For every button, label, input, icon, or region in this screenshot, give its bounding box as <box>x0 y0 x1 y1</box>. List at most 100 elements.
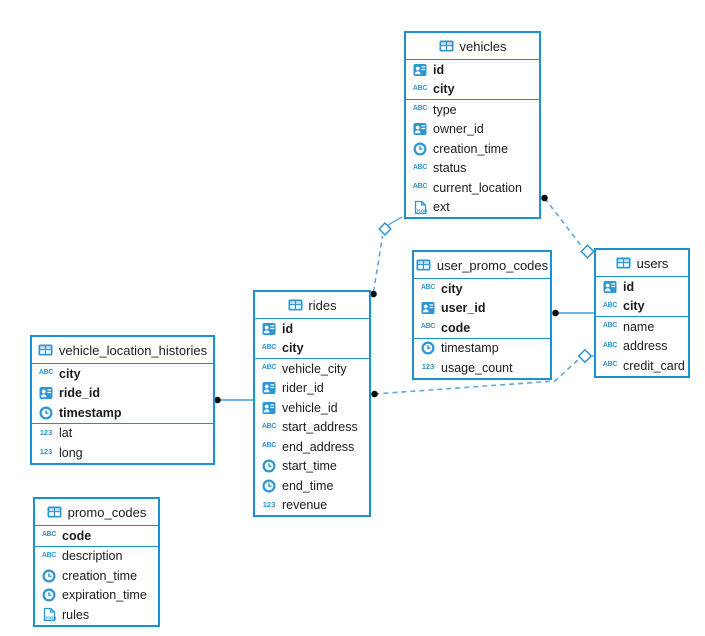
relation-vehicle_location_histories-rides[interactable] <box>214 396 253 404</box>
column-row-id[interactable]: id <box>255 319 369 339</box>
column-row-start_address[interactable]: ABC start_address <box>255 418 369 438</box>
fk-endpoint-dot <box>552 309 559 317</box>
column-row-end_time[interactable]: end_time <box>255 476 369 496</box>
column-name: id <box>623 279 635 294</box>
uuid-type-icon <box>261 381 277 395</box>
uuid-type-icon <box>261 322 277 336</box>
column-row-user_id[interactable]: user_id <box>414 299 550 319</box>
column-name: address <box>623 339 668 354</box>
column-row-owner_id[interactable]: owner_id <box>406 120 539 140</box>
column-name: creation_time <box>433 141 509 156</box>
column-row-lat[interactable]: 123 lat <box>32 424 213 444</box>
column-name: id <box>282 321 294 336</box>
table-header[interactable]: vehicle_location_histories <box>32 337 213 364</box>
number-type-icon: 123 <box>421 362 435 371</box>
number-type-icon: 123 <box>39 427 53 437</box>
number-type-icon: 123 <box>262 499 276 509</box>
column-row-address[interactable]: ABC address <box>596 337 688 357</box>
table-header[interactable]: rides <box>255 292 369 319</box>
table-header[interactable]: users <box>596 250 688 277</box>
column-name: city <box>441 281 463 296</box>
column-row-vehicle_id[interactable]: vehicle_id <box>255 398 369 418</box>
table-header[interactable]: user_promo_codes <box>414 252 550 279</box>
column-name: revenue <box>282 498 328 513</box>
timestamp-type-icon <box>261 479 277 493</box>
column-row-credit_card[interactable]: ABC credit_card <box>596 356 688 376</box>
column-name: start_time <box>282 459 337 474</box>
column-row-creation_time[interactable]: creation_time <box>406 139 539 159</box>
table-header[interactable]: vehicles <box>406 33 539 60</box>
column-row-ride_id[interactable]: ride_id <box>32 384 213 404</box>
column-row-id[interactable]: id <box>406 60 539 80</box>
column-row-expiration_time[interactable]: expiration_time <box>35 586 158 606</box>
column-name: type <box>433 102 457 117</box>
column-row-timestamp[interactable]: timestamp <box>414 339 550 359</box>
column-row-revenue[interactable]: 123 revenue <box>255 496 369 516</box>
table-icon <box>416 259 432 271</box>
column-name: credit_card <box>623 358 685 373</box>
table-icon <box>38 344 54 356</box>
string-type-icon: ABC <box>602 341 618 349</box>
table-icon <box>616 257 632 269</box>
number-type-icon: 123 <box>39 447 53 456</box>
column-name: lat <box>59 426 73 441</box>
table-header[interactable]: promo_codes <box>35 499 158 526</box>
column-row-start_time[interactable]: start_time <box>255 457 369 477</box>
relation-rides-users[interactable] <box>371 348 594 398</box>
column-name: description <box>62 549 123 564</box>
column-name: current_location <box>433 180 522 195</box>
relation-user_promo_codes-users[interactable] <box>552 309 594 317</box>
pk-endpoint-diamond <box>577 348 593 364</box>
string-type-icon: ABC <box>261 364 277 372</box>
column-row-city[interactable]: ABC city <box>414 279 550 299</box>
string-type-icon: ABC <box>261 422 277 430</box>
column-row-timestamp[interactable]: timestamp <box>32 403 213 423</box>
column-name: rider_id <box>282 381 324 396</box>
column-row-id[interactable]: id <box>596 277 688 297</box>
relation-vehicles-users[interactable] <box>541 194 595 259</box>
column-name: vehicle_id <box>282 400 338 415</box>
column-row-rider_id[interactable]: rider_id <box>255 379 369 399</box>
column-row-creation_time[interactable]: creation_time <box>35 566 158 586</box>
string-type-icon: ABC <box>420 284 436 292</box>
timestamp-type-icon <box>261 459 277 473</box>
column-name: city <box>623 299 645 314</box>
table-title: promo_codes <box>67 504 147 520</box>
table-title: rides <box>308 297 337 313</box>
relation-rides-vehicles[interactable] <box>370 216 403 298</box>
json-type-icon: JSON <box>412 200 428 215</box>
column-name: start_address <box>282 420 358 435</box>
table-icon <box>47 506 63 518</box>
string-type-icon: ABC <box>602 361 618 369</box>
table-title: vehicles <box>459 38 507 54</box>
